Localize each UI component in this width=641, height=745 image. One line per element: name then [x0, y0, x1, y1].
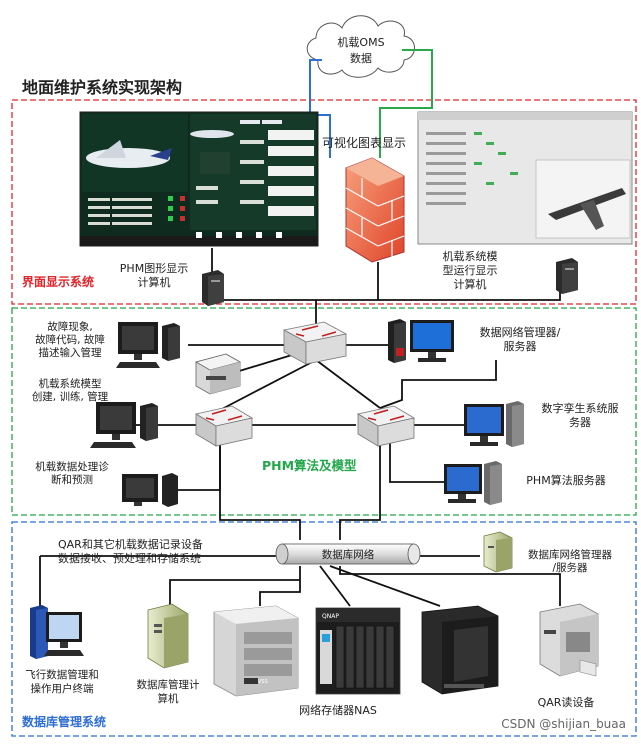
qar-reader-label: QAR读设备	[538, 695, 595, 709]
model-display-computer-icon	[556, 258, 578, 294]
flight-ops-terminal-icon	[30, 605, 84, 659]
twin-server-label-1: 数字孪生系统服	[542, 401, 619, 415]
cloud-label-1: 机载OMS	[337, 35, 384, 49]
model-mgmt-label-2: 创建, 训练, 管理	[32, 390, 109, 403]
qar-system-label-1: QAR和其它机载数据记录设备	[58, 537, 203, 551]
model-dashboard-screenshot	[417, 111, 633, 245]
db-management-label-1: 数据库管理计	[137, 678, 200, 691]
firewall-icon	[345, 157, 405, 263]
db-section-label: 数据库管理系统	[22, 714, 106, 729]
nas-label: 网络存储器NAS	[299, 703, 377, 717]
diagram-title: 地面维护系统实现架构	[22, 78, 182, 97]
fault-input-label-1: 故障现象,	[47, 320, 92, 333]
net-manager-label-2: 服务器	[504, 340, 537, 353]
storage-server-icon	[213, 605, 299, 697]
fault-input-label-2: 故障代码, 故障	[35, 333, 105, 346]
db-section-frame	[11, 521, 637, 737]
algo-server-label: PHM算法服务器	[526, 473, 605, 487]
cloud-label-2: 数据	[350, 51, 372, 65]
net-manager-label-1: 数据网络管理器/	[480, 325, 561, 339]
watermark: CSDN @shijian_buaa	[501, 717, 626, 731]
db-management-label-2: 算机	[158, 692, 179, 705]
firewall-label: 可视化图表显示	[322, 135, 406, 150]
twin-server-label-2: 务器	[569, 416, 591, 429]
twin-server-icon	[464, 401, 524, 447]
db-net-manager-label-1: 数据库网络管理器	[528, 548, 612, 561]
nas-brand-label: QNAP	[322, 613, 339, 620]
model-workstation-icon	[90, 402, 158, 448]
db-net-manager-icon	[483, 531, 513, 573]
fault-input-label-3: 描述输入管理	[39, 346, 102, 359]
process-workstation-icon	[122, 473, 178, 507]
qar-system-label-2: 数据接收、预处理和存储系统	[58, 551, 201, 565]
phm-display-label-1: PHM图形显示	[120, 262, 188, 275]
phm-top-switch-icon	[282, 321, 348, 365]
model-mgmt-label-1: 机载系统模型	[39, 377, 102, 390]
nas-enclosure-icon	[421, 605, 499, 695]
phm-section-label: PHM算法及模型	[262, 458, 357, 473]
phm-right-switch-icon	[356, 405, 416, 447]
qar-reader-icon	[539, 603, 599, 677]
nas-rack-icon	[315, 607, 401, 695]
process-label-2: 断和预测	[51, 473, 93, 486]
phm-dashboard-screenshot	[79, 111, 319, 247]
bus-label: 数据库网络	[322, 548, 375, 561]
phm-display-computer-icon	[202, 270, 224, 306]
flight-ops-label-2: 操作用户终端	[31, 682, 94, 695]
phm-section-frame	[11, 307, 637, 516]
ui-section-label: 界面显示系统	[22, 274, 94, 289]
db-management-computer-icon	[147, 603, 189, 669]
model-display-label-1: 机载系统模	[443, 249, 498, 263]
database-network-bus	[275, 543, 421, 565]
network-links	[39, 248, 561, 607]
net-manager-server-icon	[388, 319, 454, 363]
algo-server-icon	[444, 461, 502, 505]
db-net-manager-label-2: /服务器	[552, 561, 588, 574]
phm-left-switch-icon	[194, 405, 254, 447]
cloud-oms-data: 机载OMS 数据	[306, 15, 415, 78]
printer-icon	[194, 353, 242, 395]
model-display-label-3: 计算机	[454, 277, 487, 291]
ui-section-frame	[11, 99, 637, 305]
fault-input-workstation-icon	[116, 322, 180, 368]
process-label-1: 机载数据处理诊	[35, 460, 109, 473]
model-display-label-2: 型运行显示	[443, 263, 498, 277]
phm-display-label-2: 计算机	[138, 275, 171, 289]
flight-ops-label-1: 飞行数据管理和	[25, 668, 99, 681]
storage-brand-label: VSS	[258, 679, 268, 685]
cloud-link-green	[379, 49, 433, 158]
